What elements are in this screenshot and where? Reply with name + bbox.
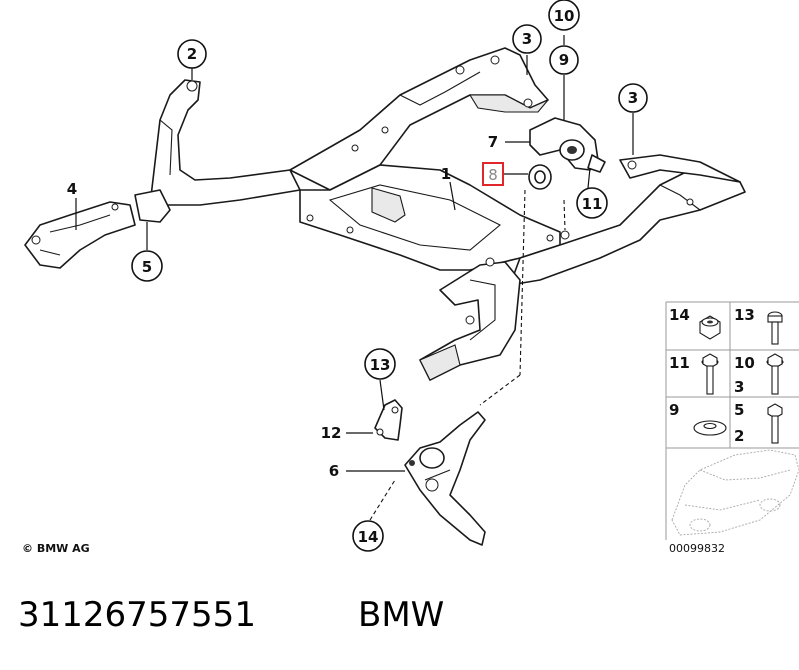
car-thumbnail <box>671 449 799 536</box>
hardware-label-10: 10 <box>734 354 755 372</box>
hex-bolt-icon <box>767 403 783 444</box>
svg-text:11: 11 <box>582 195 603 213</box>
hardware-label-13: 13 <box>734 306 755 324</box>
svg-text:13: 13 <box>370 356 391 374</box>
callout-14: 14 <box>352 520 384 552</box>
callout-7: 7 <box>488 133 498 151</box>
callout-12: 12 <box>321 424 342 442</box>
hardware-label-9: 9 <box>669 401 679 419</box>
hardware-label-3: 3 <box>734 378 744 396</box>
callout-5: 5 <box>131 250 163 282</box>
hardware-label-11: 11 <box>669 354 690 372</box>
svg-text:14: 14 <box>358 528 379 546</box>
callout-8-highlighted[interactable]: 8 <box>482 162 504 186</box>
nut-icon <box>699 315 721 340</box>
svg-text:5: 5 <box>142 258 152 276</box>
hardware-label-5: 5 <box>734 401 744 419</box>
bolt-icon <box>767 311 783 345</box>
bushing-bracket-assembly <box>528 117 606 190</box>
svg-text:2: 2 <box>187 45 197 63</box>
copyright-notice: © BMW AG <box>22 542 90 555</box>
flange-bolt-icon <box>701 353 719 395</box>
hardware-panel: 14 13 11 10 3 9 <box>665 301 799 555</box>
brand-name: BMW <box>358 595 444 635</box>
front-axle-subframe <box>24 47 746 381</box>
sensor-bracket <box>374 399 403 441</box>
flange-bolt-icon <box>766 353 784 395</box>
control-arm <box>404 411 486 546</box>
svg-text:3: 3 <box>628 89 638 107</box>
hardware-label-2: 2 <box>734 427 744 445</box>
callout-10: 10 <box>548 0 580 31</box>
svg-text:10: 10 <box>554 7 575 25</box>
callout-3-top: 3 <box>512 24 542 54</box>
callout-3-right: 3 <box>618 83 648 113</box>
callout-11: 11 <box>576 187 608 219</box>
callout-13: 13 <box>364 348 396 380</box>
hardware-label-14: 14 <box>669 306 690 324</box>
washer-icon <box>693 420 727 436</box>
callout-2: 2 <box>177 39 207 69</box>
part-number: 31126757551 <box>18 595 256 635</box>
svg-text:8: 8 <box>488 166 498 184</box>
diagram-id: 00099832 <box>669 542 725 555</box>
callout-4: 4 <box>67 180 77 198</box>
leader-lines <box>75 35 634 521</box>
svg-text:3: 3 <box>522 30 532 48</box>
svg-text:9: 9 <box>559 51 569 69</box>
callout-1: 1 <box>441 165 451 183</box>
callout-6: 6 <box>329 462 339 480</box>
callout-9: 9 <box>549 45 579 75</box>
